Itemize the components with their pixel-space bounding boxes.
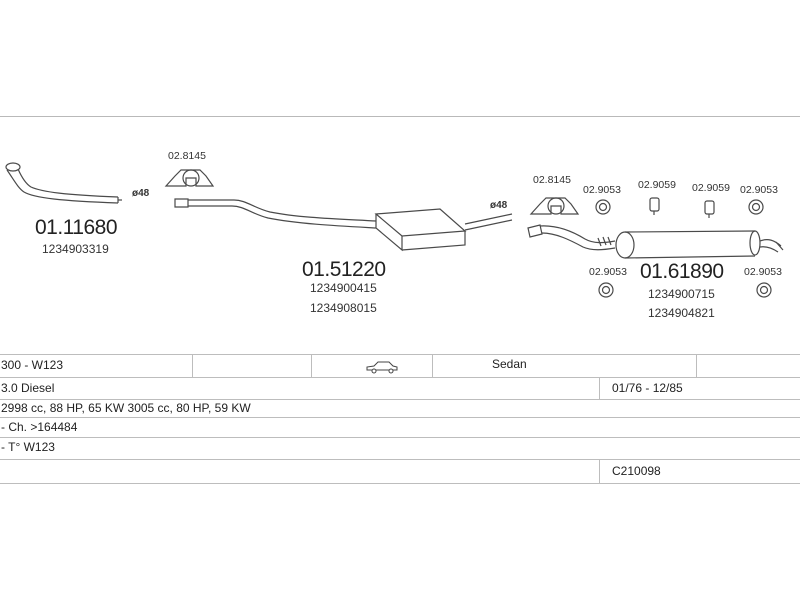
rear-muffler-oem-2: 1234904821	[648, 306, 715, 320]
top-border	[0, 116, 800, 117]
column-divider	[696, 355, 697, 377]
clamp-left-number[interactable]: 02.8145	[168, 150, 206, 162]
clamp-right-number[interactable]: 02.8145	[533, 174, 571, 186]
engine-cell: 3.0 Diesel	[1, 381, 55, 395]
table-row: 300 - W123 Sedan	[0, 354, 800, 377]
rear-muffler-drawing[interactable]	[527, 224, 784, 259]
chassis-cell: - Ch. >164484	[1, 420, 78, 434]
ring-4-number[interactable]: 02.9053	[744, 266, 782, 278]
body-type-cell: Sedan	[492, 357, 527, 371]
ring-1-drawing[interactable]	[595, 199, 611, 215]
hanger-1-number[interactable]: 02.9059	[638, 179, 676, 191]
table-row: 3.0 Diesel 01/76 - 12/85	[0, 377, 800, 399]
middle-pipe-number[interactable]: 01.51220	[302, 258, 386, 281]
middle-pipe-diameter: ø48	[490, 200, 508, 211]
hanger-1-drawing[interactable]	[649, 197, 660, 215]
column-divider	[599, 460, 600, 483]
table-row: - Ch. >164484	[0, 417, 800, 437]
middle-pipe-oem-2: 1234908015	[310, 301, 377, 315]
model-cell: 300 - W123	[1, 358, 64, 372]
column-divider	[432, 355, 433, 377]
front-pipe-drawing[interactable]	[5, 162, 122, 204]
car-sedan-icon	[365, 360, 399, 377]
type-cell: - T° W123	[1, 440, 55, 454]
front-pipe-number[interactable]: 01.11680	[35, 216, 118, 239]
front-pipe-oem: 1234903319	[42, 242, 109, 256]
column-divider	[599, 378, 600, 399]
front-pipe-diameter: ø48	[132, 188, 150, 199]
clamp-left-drawing[interactable]	[164, 169, 215, 187]
table-row: 2998 cc, 88 HP, 65 KW 3005 cc, 80 HP, 59…	[0, 399, 800, 417]
exhaust-diagram: ø48 01.11680 1234903319 02.8145 ø48 01.5…	[0, 118, 800, 354]
table-row: - T° W123	[0, 437, 800, 459]
catalog-code-cell[interactable]: C210098	[612, 464, 661, 478]
middle-pipe-drawing[interactable]	[174, 198, 513, 252]
middle-pipe-oem-1: 1234900415	[310, 281, 377, 295]
ring-3-number[interactable]: 02.9053	[589, 266, 627, 278]
column-divider	[311, 355, 312, 377]
vehicle-info-table: 300 - W123 Sedan 3.0 Diesel 01/76 - 12/8…	[0, 354, 800, 484]
rear-muffler-number[interactable]: 01.61890	[640, 260, 724, 283]
hanger-2-drawing[interactable]	[704, 200, 715, 218]
specs-cell: 2998 cc, 88 HP, 65 KW 3005 cc, 80 HP, 59…	[1, 401, 251, 415]
ring-3-drawing[interactable]	[598, 282, 614, 298]
years-cell: 01/76 - 12/85	[612, 381, 683, 395]
rear-muffler-oem-1: 1234900715	[648, 287, 715, 301]
ring-2-drawing[interactable]	[748, 199, 764, 215]
hanger-2-number[interactable]: 02.9059	[692, 182, 730, 194]
exhaust-drawing	[5, 162, 784, 298]
column-divider	[192, 355, 193, 377]
ring-2-number[interactable]: 02.9053	[740, 184, 778, 196]
ring-1-number[interactable]: 02.9053	[583, 184, 621, 196]
ring-4-drawing[interactable]	[756, 282, 772, 298]
table-row: C210098	[0, 459, 800, 484]
clamp-right-drawing[interactable]	[529, 197, 580, 215]
